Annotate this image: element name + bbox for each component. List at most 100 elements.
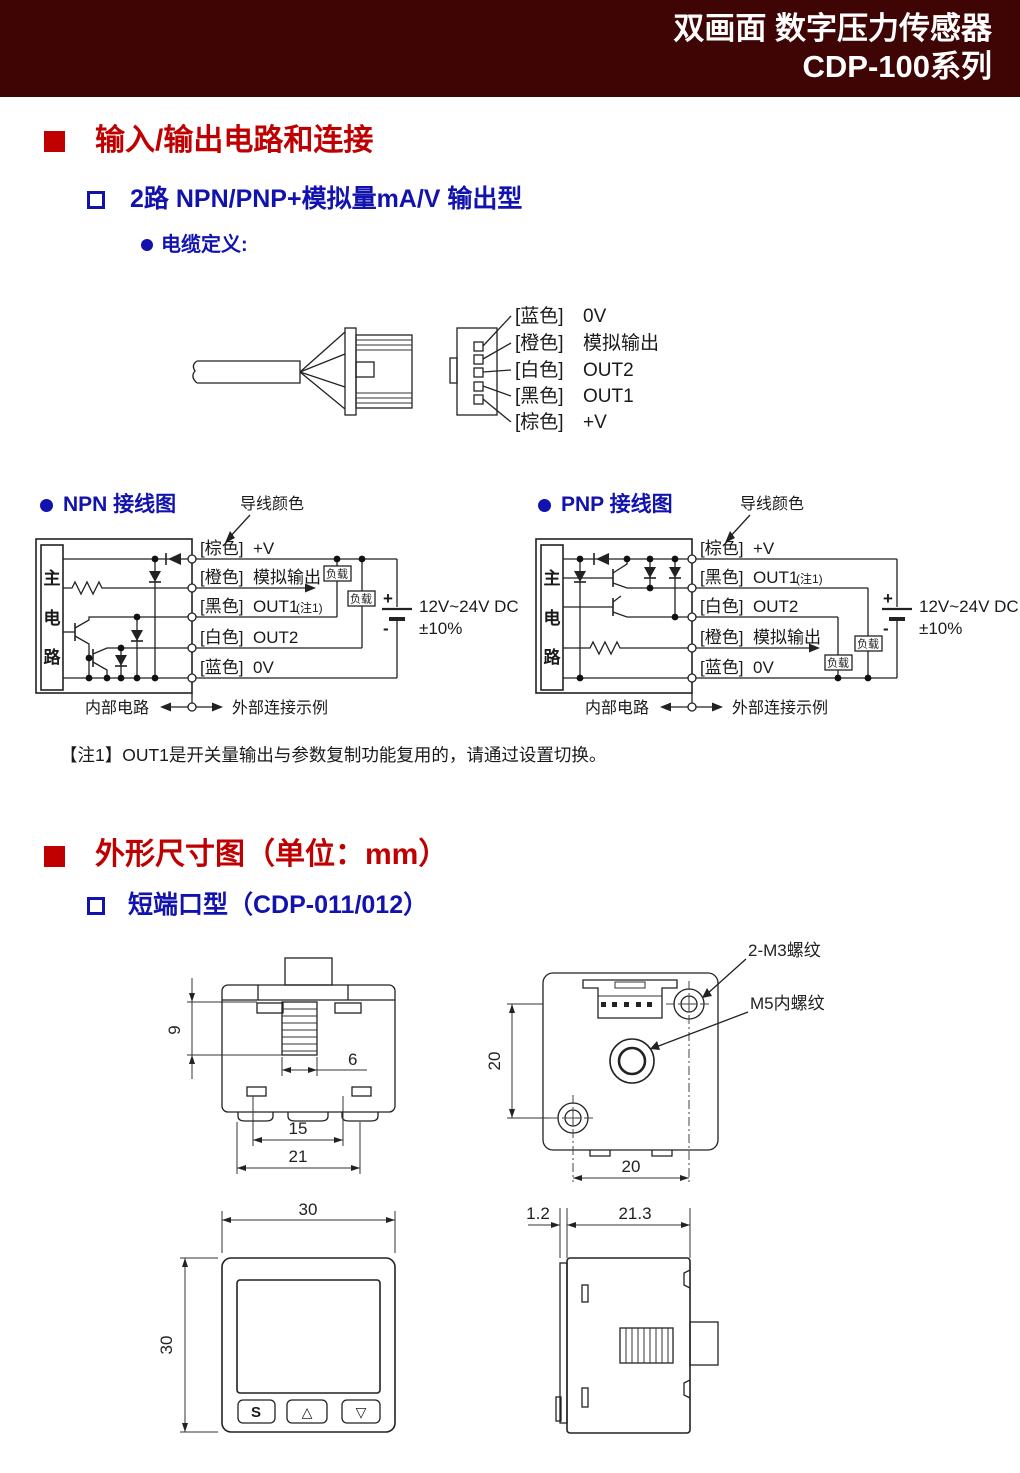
pin-signal-3: OUT1 xyxy=(583,386,634,407)
svg-text:0V: 0V xyxy=(753,658,774,677)
side-view-body xyxy=(555,1257,719,1434)
svg-text:OUT2: OUT2 xyxy=(253,628,298,647)
npn-main-circuit-box xyxy=(40,544,64,691)
pnp-internal-circuit xyxy=(563,553,692,682)
svg-text:[蓝色]: [蓝色] xyxy=(700,658,743,677)
note1-text: 【注1】OUT1是开关量输出与参数复制功能复用的，请通过设置切换。 xyxy=(60,745,607,765)
svg-text:[橙色]: [橙色] xyxy=(700,628,743,647)
dim-front-view: 30 30 S △ ▽ xyxy=(157,1200,396,1433)
dim-30w: 30 xyxy=(299,1200,318,1219)
pin-color-2: [白色] xyxy=(515,359,564,381)
header-title-line1: 双画面 数字压力传感器 xyxy=(673,11,992,46)
svg-text:[蓝色]: [蓝色] xyxy=(200,658,243,677)
npn-bullet-dot xyxy=(40,498,53,512)
svg-text:电: 电 xyxy=(544,608,561,628)
down-button xyxy=(341,1399,381,1424)
svg-text:路: 路 xyxy=(544,647,562,667)
dim-20h: 20 xyxy=(622,1157,641,1176)
pin-color-3: [黑色] xyxy=(515,385,564,407)
svg-text:+V: +V xyxy=(253,539,275,558)
up-button-glyph: △ xyxy=(302,1404,313,1420)
subsection2-bullet-square xyxy=(87,897,105,915)
pnp-supply-voltage: 12V~24V DC xyxy=(919,597,1019,616)
svg-text:[黑色]: [黑色] xyxy=(200,597,243,616)
pnp-supply-labels: + - 12V~24V DC ±10% xyxy=(883,589,1019,638)
svg-text:[棕色]: [棕色] xyxy=(700,539,743,558)
dim-side-view: 1.2 21.3 xyxy=(526,1204,719,1434)
cable-drawing xyxy=(192,331,346,410)
pin-color-4: [棕色] xyxy=(515,411,564,433)
pnp-bullet-dot xyxy=(538,498,551,512)
svg-text:OUT1: OUT1 xyxy=(753,568,798,587)
pin-color-1: [橙色] xyxy=(515,332,564,354)
pnp-title: PNP 接线图 xyxy=(561,493,673,516)
svg-text:内部电路: 内部电路 xyxy=(585,699,649,717)
pin-leader-lines xyxy=(482,315,512,423)
side-view-dimensions: 1.2 21.3 xyxy=(526,1204,691,1258)
dim-top-view: 9 6 15 21 xyxy=(165,957,396,1174)
label-m5: M5内螺纹 xyxy=(750,994,825,1013)
svg-text:负载: 负载 xyxy=(326,567,348,581)
dim-back-view: 2-M3螺纹 M5内螺纹 20 20 xyxy=(485,941,825,1182)
svg-text:-: - xyxy=(383,619,389,638)
subsection-dim-title: 短端口型（CDP-011/012） xyxy=(128,891,429,919)
front-view-dimensions: 30 30 xyxy=(157,1200,396,1433)
dim-6: 6 xyxy=(348,1050,357,1069)
header-title-line2: CDP-100系列 xyxy=(802,49,993,84)
pnp-load-labels: 负载 负载 xyxy=(827,637,879,670)
dim-9: 9 xyxy=(165,1025,184,1034)
wire-color-arrow xyxy=(725,531,735,543)
top-view-body xyxy=(221,957,396,1122)
set-button-glyph: S xyxy=(251,1404,261,1421)
subsection-bullet-square xyxy=(87,191,105,209)
pnp-terminals xyxy=(687,554,697,683)
pin-signal-0: 0V xyxy=(583,306,607,327)
display-screen xyxy=(236,1279,381,1394)
front-view-body: S △ ▽ xyxy=(221,1257,396,1433)
svg-text:+V: +V xyxy=(753,539,775,558)
pnp-out1-note: (注1) xyxy=(796,571,823,586)
section-bullet-square xyxy=(44,131,65,152)
section2-bullet-square xyxy=(44,846,65,867)
cable-definition-diagram: [蓝色] 0V [橙色] 模拟输出 [白色] OUT2 [黑色] OUT1 [棕… xyxy=(192,305,659,433)
svg-text:外部连接示例: 外部连接示例 xyxy=(732,699,828,717)
svg-text:负载: 负载 xyxy=(350,592,372,606)
pnp-wiring-diagram: 导线颜色 主 电 路 xyxy=(535,495,1019,717)
connector-stub xyxy=(689,1321,719,1366)
back-view-dimensions: 20 20 xyxy=(485,1003,689,1181)
svg-text:模拟输出: 模拟输出 xyxy=(753,628,821,647)
pnp-internal-external-legend: 内部电路 外部连接示例 xyxy=(585,693,828,717)
pnp-external-circuit xyxy=(692,558,912,682)
dim-15: 15 xyxy=(289,1119,308,1138)
pin-signal-1: 模拟输出 xyxy=(583,332,659,354)
pnp-main-circuit-box xyxy=(540,544,564,691)
svg-text:0V: 0V xyxy=(253,658,274,677)
pnp-wire-color-label: 导线颜色 xyxy=(740,495,804,513)
down-button-glyph: ▽ xyxy=(356,1404,367,1420)
wire-color-arrow xyxy=(225,531,235,543)
npn-load-labels: 负载 负载 xyxy=(326,567,372,606)
page-header: 双画面 数字压力传感器 CDP-100系列 xyxy=(0,0,1020,97)
svg-text:-: - xyxy=(883,619,889,638)
svg-text:负载: 负载 xyxy=(857,637,879,651)
svg-text:[棕色]: [棕色] xyxy=(200,539,243,558)
cable-bullet-dot xyxy=(141,239,153,251)
svg-text:外部连接示例: 外部连接示例 xyxy=(232,699,328,717)
dim-1-2: 1.2 xyxy=(526,1204,550,1223)
back-view-labels: 2-M3螺纹 M5内螺纹 xyxy=(650,941,825,1050)
set-button xyxy=(237,1399,276,1424)
pin-signal-4: +V xyxy=(583,412,607,433)
svg-text:主: 主 xyxy=(544,568,561,588)
svg-text:电: 电 xyxy=(44,608,61,628)
svg-text:+: + xyxy=(883,589,893,608)
npn-title: NPN 接线图 xyxy=(63,493,177,516)
subsection-io-title: 2路 NPN/PNP+模拟量mA/V 输出型 xyxy=(130,185,523,213)
svg-text:+: + xyxy=(383,589,393,608)
svg-text:主: 主 xyxy=(44,568,61,588)
svg-text:[白色]: [白色] xyxy=(200,628,243,647)
npn-internal-external-legend: 内部电路 外部连接示例 xyxy=(85,693,328,717)
npn-supply-tolerance: ±10% xyxy=(419,619,462,638)
npn-internal-circuit xyxy=(63,553,192,682)
cable-definition-label: 电缆定义: xyxy=(161,234,248,256)
svg-text:负载: 负载 xyxy=(827,656,849,670)
